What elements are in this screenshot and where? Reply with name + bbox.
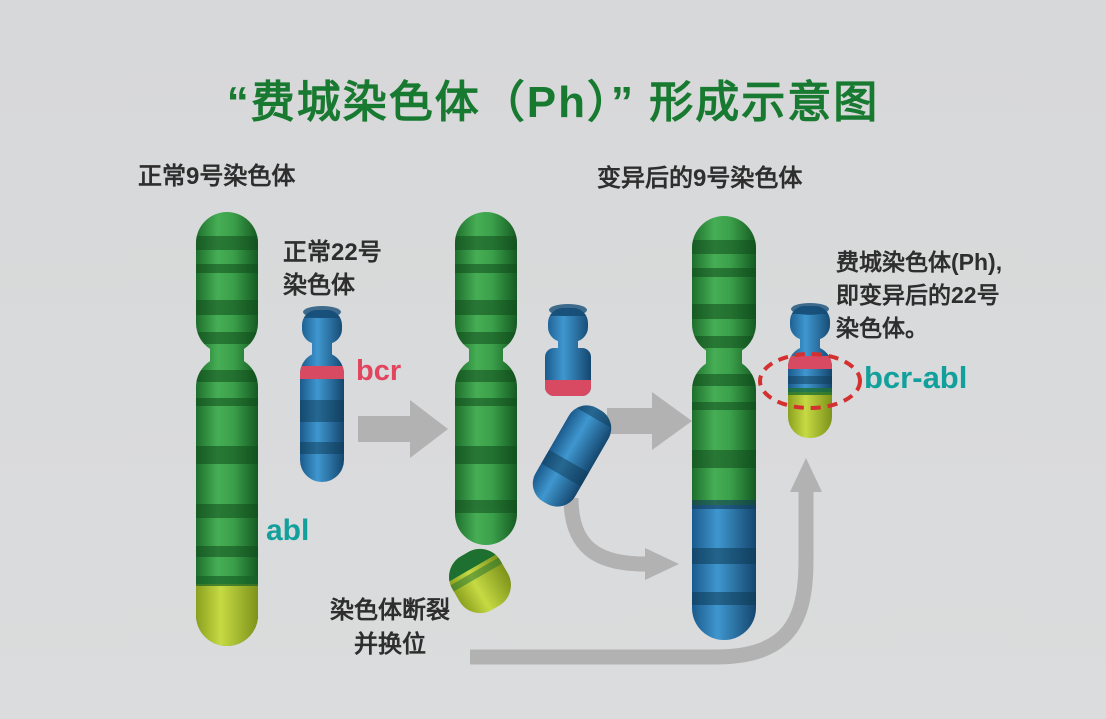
arrow-fragment-move <box>563 497 679 580</box>
arrow-step2 <box>607 392 692 450</box>
arrow-fragment-move-shaft <box>563 497 646 572</box>
bcr-band-fragment <box>545 380 591 396</box>
label-breakage-line1: 染色体断裂 <box>330 597 450 624</box>
label-normal-chr22: 正常22号 染色体 <box>283 236 382 302</box>
page-title: “费城染色体（Ph）” 形成示意图 <box>226 78 880 127</box>
chromosome-9-broken-bands <box>455 236 517 513</box>
chromosome-9-normal <box>196 212 258 646</box>
label-bcr-abl: bcr-abl <box>864 360 968 395</box>
bcr-band-ph <box>788 356 832 369</box>
label-normal-chr22-line1: 正常22号 <box>283 239 382 266</box>
label-normal-chr9: 正常9号染色体 <box>138 163 296 190</box>
label-ph-line1: 费城染色体(Ph), <box>836 249 1003 275</box>
arrow-translocation <box>470 458 822 665</box>
arrow-fragment-move-head <box>645 548 679 580</box>
chromosome-9-mutated <box>692 216 756 640</box>
chromosome-9-broken <box>455 212 517 545</box>
abl-region-ph <box>788 392 832 438</box>
arrow-step1 <box>358 400 448 458</box>
chromosome-22-bottom-fragment <box>525 397 619 515</box>
label-abl: abl <box>266 514 310 547</box>
chromosome-22-top-fragment <box>545 304 591 396</box>
label-bcr: bcr <box>356 355 402 387</box>
label-ph-chromosome: 费城染色体(Ph), 即变异后的22号 染色体。 <box>836 246 1002 345</box>
label-normal-chr22-line2: 染色体 <box>283 272 355 299</box>
arrow-translocation-head <box>790 458 822 492</box>
bcr-abl-junction-highlight <box>758 352 862 410</box>
abl-fragment <box>440 540 520 622</box>
translocated-22-segment <box>692 505 756 640</box>
label-ph-line2: 即变异后的22号 <box>836 282 1000 308</box>
arrow-translocation-shaft <box>470 488 814 665</box>
bcr-band <box>300 366 344 379</box>
chromosome-9-mutated-bands <box>692 240 756 468</box>
label-breakage: 染色体断裂 并换位 <box>320 594 460 662</box>
philadelphia-chromosome <box>788 303 832 438</box>
abl-region <box>196 584 258 646</box>
label-ph-line3: 染色体。 <box>836 315 928 341</box>
label-breakage-line2: 并换位 <box>354 631 426 658</box>
chromosome-9-normal-bands <box>196 236 258 557</box>
chromosome-22-normal <box>300 306 344 482</box>
label-mutated-chr9: 变异后的9号染色体 <box>597 165 803 192</box>
